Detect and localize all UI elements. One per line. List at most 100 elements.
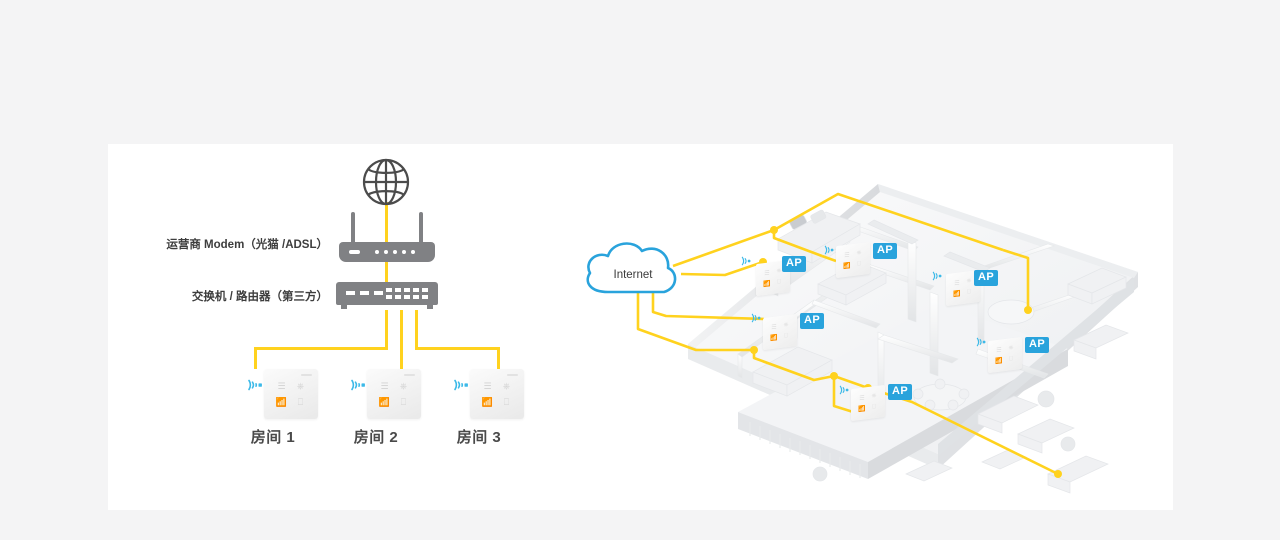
wifi-icon: 📶 <box>378 396 391 407</box>
wifi-icon: 📶 <box>995 358 1003 366</box>
usb-icon: ⎕ <box>872 404 876 411</box>
usb-icon: ⎕ <box>1009 356 1013 363</box>
usb-icon: ⎕ <box>857 261 861 268</box>
wall-ap-room-2[interactable]: ☰ ⎈ 📶 ⎕ <box>349 369 421 419</box>
wall-ap-panel-icon: ☰ ⎈ 📶 ⎕ <box>367 369 421 419</box>
panel-brand-mark <box>404 374 415 376</box>
cable-drop-room2 <box>400 310 403 369</box>
switch-uplink-leds <box>346 291 383 295</box>
usb-icon: ⎕ <box>400 396 407 407</box>
cable-left-run <box>651 282 765 321</box>
modem-status-leds <box>375 250 415 254</box>
switch-label: 交换机 / 路由器（第三方） <box>191 291 328 303</box>
cable-branch-left-h <box>254 347 388 350</box>
cable-modem-to-switch <box>385 242 388 287</box>
modem-antenna-right <box>419 212 423 245</box>
internet-label: Internet <box>613 268 653 281</box>
wifi-signal-icon <box>741 256 751 266</box>
room-label-1: 房间 1 <box>250 429 296 446</box>
ap-badge-6: AP <box>888 384 913 400</box>
ap-badge-4: AP <box>800 313 825 329</box>
cable-cloud-top <box>672 192 1004 268</box>
power-icon: ⎈ <box>296 380 305 391</box>
switch-ports <box>386 288 428 299</box>
wifi-icon: 📶 <box>953 291 961 299</box>
cable-branch-right-h <box>415 347 500 350</box>
ap-badge-1: AP <box>873 243 898 259</box>
modem-antenna-left <box>351 212 355 245</box>
globe-icon <box>361 157 411 207</box>
diagram-card: 运营商 Modem（光猫 /ADSL） 交换机 / 路由器（第三方） ☰ <box>108 144 1173 510</box>
cable-cloud-mid <box>680 260 764 277</box>
panel-icon-grid: ☰ ⎈ 📶 ⎕ <box>478 378 516 410</box>
floorplan-ap-panel-5[interactable]: ☰ ⎈ 📶 ⎕ <box>988 336 1022 374</box>
panel-icon-grid: ☰ ⎈ 📶 ⎕ <box>768 320 792 345</box>
wifi-icon: 📶 <box>481 396 494 407</box>
room-label-3: 房间 3 <box>456 429 502 446</box>
wifi-signal-icon <box>839 385 849 395</box>
wifi-signal-icon <box>351 379 365 391</box>
ap-badge-2: AP <box>782 256 807 272</box>
cable-to-ap2 <box>821 254 837 263</box>
modem-label: 运营商 Modem（光猫 /ADSL） <box>166 239 328 251</box>
panel-icon-grid: ☰ ⎈ 📶 ⎕ <box>856 391 880 416</box>
wifi-signal-icon <box>751 313 761 323</box>
switch-foot-left <box>341 305 347 309</box>
cable-switch-branch-right <box>415 310 418 348</box>
switch-icon <box>336 282 438 310</box>
wifi-icon: 📶 <box>275 396 288 407</box>
wall-ap-panel-icon: ☰ ⎈ 📶 ⎕ <box>470 369 524 419</box>
cable-drop-room3 <box>497 347 500 369</box>
lines-icon: ☰ <box>277 380 286 391</box>
wifi-signal-icon <box>932 271 942 281</box>
floorplan-illustration: Internet ☰ ⎈ 📶 ⎕ AP <box>578 144 1173 510</box>
floorplan-ap-panel-4[interactable]: ☰ ⎈ 📶 ⎕ <box>763 313 797 351</box>
lines-icon: ☰ <box>483 380 492 391</box>
switch-body <box>336 282 438 305</box>
ap-badge-3: AP <box>974 270 999 286</box>
panel-icon-grid: ☰ ⎈ 📶 ⎕ <box>375 378 413 410</box>
cable-right-upper <box>1002 248 1030 310</box>
ap-badge-5: AP <box>1025 337 1050 353</box>
usb-icon: ⎕ <box>784 333 788 340</box>
cloud-label-wrap: Internet <box>587 246 679 300</box>
panel-icon-grid: ☰ ⎈ 📶 ⎕ <box>272 378 310 410</box>
floorplan-ap-panel-1[interactable]: ☰ ⎈ 📶 ⎕ <box>836 241 870 279</box>
modem-power-led <box>349 250 360 254</box>
floorplan-ap-panel-6[interactable]: ☰ ⎈ 📶 ⎕ <box>851 384 885 422</box>
wifi-icon: 📶 <box>763 281 771 289</box>
usb-icon: ⎕ <box>503 396 510 407</box>
wifi-signal-icon <box>248 379 262 391</box>
wall-ap-panel-icon: ☰ ⎈ 📶 ⎕ <box>264 369 318 419</box>
wifi-signal-icon <box>454 379 468 391</box>
floorplan-svg <box>586 184 1138 494</box>
cloud-icon <box>586 242 677 294</box>
panel-icon-grid: ☰ ⎈ 📶 ⎕ <box>951 276 975 301</box>
usb-icon: ⎕ <box>777 279 781 286</box>
switch-foot-right <box>427 305 433 309</box>
wifi-icon: 📶 <box>858 406 866 414</box>
cable-switch-branch-left <box>385 310 388 348</box>
panel-icon-grid: ☰ ⎈ 📶 ⎕ <box>993 343 1017 368</box>
wall-ap-room-1[interactable]: ☰ ⎈ 📶 ⎕ <box>246 369 318 419</box>
topology-diagram: 运营商 Modem（光猫 /ADSL） 交换机 / 路由器（第三方） ☰ <box>108 144 578 510</box>
usb-icon: ⎕ <box>297 396 304 407</box>
room-label-2: 房间 2 <box>353 429 399 446</box>
cable-globe-to-modem <box>385 202 388 244</box>
panel-brand-mark <box>507 374 518 376</box>
wifi-icon: 📶 <box>770 335 778 343</box>
furniture <box>752 209 1129 494</box>
modem-icon <box>339 212 435 264</box>
cable-left-lower <box>636 284 754 352</box>
panel-icon-grid: ☰ ⎈ 📶 ⎕ <box>841 248 865 273</box>
panel-brand-mark <box>301 374 312 376</box>
lines-icon: ☰ <box>380 380 389 391</box>
wall-ap-room-3[interactable]: ☰ ⎈ 📶 ⎕ <box>452 369 524 419</box>
wifi-signal-icon <box>824 245 834 255</box>
cable-lower-run <box>752 350 869 390</box>
wifi-signal-icon <box>976 337 986 347</box>
usb-icon: ⎕ <box>967 289 971 296</box>
power-icon: ⎈ <box>502 380 511 391</box>
wifi-icon: 📶 <box>843 263 851 271</box>
